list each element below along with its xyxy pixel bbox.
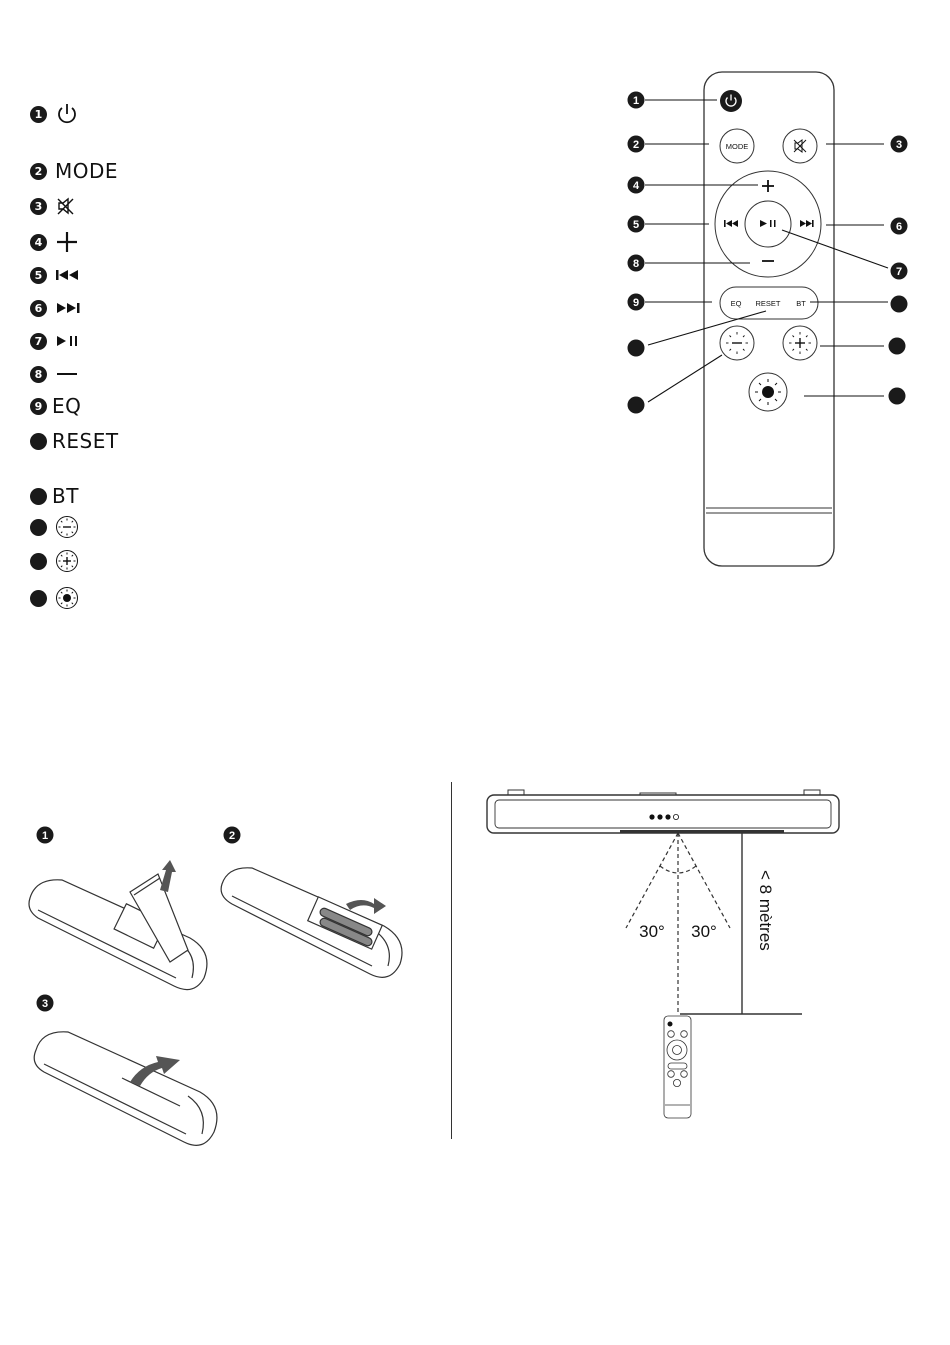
legend-label: BT (52, 484, 79, 508)
legend-row-next: 6 (30, 294, 81, 322)
callout-badge: 7 (30, 333, 47, 350)
power-button[interactable] (720, 90, 742, 112)
power-icon (55, 102, 79, 126)
step-number: 3 (42, 998, 48, 1010)
angle-left-label: 30° (639, 922, 665, 941)
legend-row-mode: 2 MODE (30, 157, 118, 185)
battery-step-3: 3 (34, 995, 217, 1146)
mode-button[interactable]: MODE (720, 129, 754, 163)
callout-10 (891, 296, 908, 313)
legend-row-plus: 4 (30, 228, 79, 256)
callout-12 (889, 338, 906, 355)
callout-badge (30, 433, 47, 450)
mute-button[interactable] (783, 129, 817, 163)
step-number: 1 (42, 830, 48, 842)
legend-row-brightness-up (30, 547, 79, 575)
section-divider (451, 782, 452, 1139)
bt-button[interactable]: BT (796, 299, 806, 308)
mini-remote-illustration (664, 1016, 691, 1118)
callout-badge (30, 590, 47, 607)
callout-7: 7 (891, 263, 908, 280)
minus-icon (55, 367, 79, 381)
svg-text:3: 3 (896, 139, 902, 151)
brightness-down-button[interactable] (720, 326, 754, 360)
legend-row-power: 1 (30, 100, 79, 128)
callout-2: 2 (628, 136, 645, 153)
angle-right-label: 30° (691, 922, 717, 941)
svg-text:7: 7 (896, 266, 902, 278)
distance-label: < 8 mètres (756, 870, 775, 951)
battery-installation-diagram: 1 2 (0, 800, 450, 1170)
callout-badge: 5 (30, 267, 47, 284)
light-toggle-button[interactable] (749, 373, 787, 411)
brightness-up-icon (55, 549, 79, 573)
legend-row-reset: RESET (30, 427, 119, 455)
play-pause-icon (55, 334, 81, 348)
callout-badge: 6 (30, 300, 47, 317)
legend-row-bt: BT (30, 482, 79, 510)
svg-text:1: 1 (633, 95, 639, 107)
brightness-down-icon (55, 515, 79, 539)
legend-row-light-toggle (30, 584, 79, 612)
remote-range-diagram: 30° 30° < 8 mètres (470, 785, 850, 1125)
callout-badge (30, 488, 47, 505)
svg-text:5: 5 (633, 219, 639, 231)
arrow-up-icon (160, 860, 176, 892)
svg-text:4: 4 (633, 180, 640, 192)
eq-button[interactable]: EQ (731, 299, 742, 308)
battery-step-2: 2 (221, 827, 402, 978)
svg-text:9: 9 (633, 297, 639, 309)
reset-button[interactable]: RESET (755, 299, 780, 308)
battery-step-1: 1 (29, 827, 207, 990)
plus-icon (55, 230, 79, 254)
soundbar-illustration (487, 790, 839, 833)
callout-3: 3 (891, 136, 908, 153)
legend-label: EQ (52, 394, 81, 418)
svg-text:2: 2 (633, 139, 639, 151)
legend-label: RESET (52, 429, 119, 453)
legend-row-brightness-down (30, 513, 79, 541)
callout-1: 1 (628, 92, 645, 109)
callout-13 (628, 397, 645, 414)
callout-6: 6 (891, 218, 908, 235)
callout-9: 9 (628, 294, 645, 311)
callout-11 (628, 340, 645, 357)
legend-row-play-pause: 7 (30, 327, 81, 355)
legend-row-minus: 8 (30, 360, 79, 388)
callout-badge: 8 (30, 366, 47, 383)
remote-open-illustration (29, 874, 207, 990)
next-track-icon (55, 301, 81, 315)
svg-text:8: 8 (633, 258, 639, 270)
legend-row-mute: 3 (30, 192, 77, 220)
mode-button-label: MODE (726, 142, 749, 151)
callout-badge: 9 (30, 398, 47, 415)
callout-8: 8 (628, 255, 645, 272)
mute-icon (55, 195, 77, 217)
legend-row-eq: 9 EQ (30, 392, 81, 420)
svg-text:6: 6 (896, 221, 902, 233)
remote-closed-illustration (34, 1032, 217, 1146)
step-number: 2 (229, 830, 235, 842)
callout-4: 4 (628, 177, 645, 194)
callout-badge: 3 (30, 198, 47, 215)
previous-track-icon (55, 268, 81, 282)
callout-badge: 1 (30, 106, 47, 123)
callout-14 (889, 388, 906, 405)
callout-badge: 4 (30, 234, 47, 251)
legend-row-previous: 5 (30, 261, 81, 289)
brightness-up-button[interactable] (783, 326, 817, 360)
remote-diagram: MODE (600, 60, 930, 580)
light-toggle-icon (55, 586, 79, 610)
callout-badge (30, 553, 47, 570)
legend-label: MODE (55, 159, 118, 183)
remote-batteries-illustration (221, 868, 402, 978)
callout-badge: 2 (30, 163, 47, 180)
callout-5: 5 (628, 216, 645, 233)
callout-badge (30, 519, 47, 536)
